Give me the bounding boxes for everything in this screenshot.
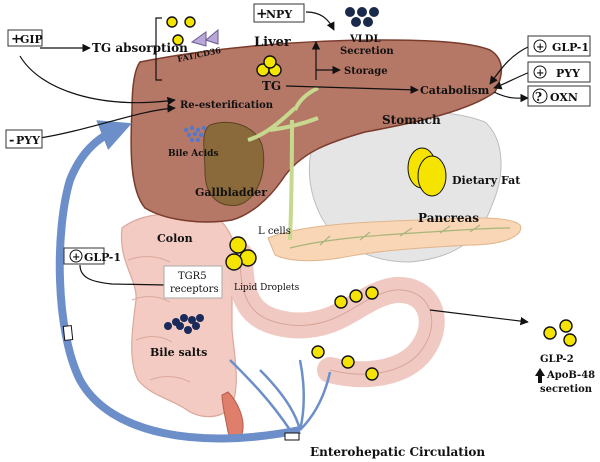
vldl-particles bbox=[345, 7, 379, 27]
secretion-label: secretion bbox=[540, 384, 593, 395]
pancreatic-duct bbox=[289, 224, 511, 249]
tg-absorption-bracket bbox=[155, 17, 162, 81]
glp1-right-label: GLP-1 bbox=[552, 41, 589, 54]
plus-circle-glp1-right bbox=[533, 39, 547, 53]
re-esterification-label: Re-esterification bbox=[180, 100, 274, 111]
arrow-intestine-to-glp2 bbox=[429, 309, 529, 326]
dietary-fat-label: Dietary Fat bbox=[452, 174, 521, 187]
lipid-droplets-label: Lipid Droplets bbox=[234, 283, 300, 293]
glp2-label: GLP-2 bbox=[540, 354, 574, 365]
tgr5-box bbox=[163, 265, 223, 299]
gip-box bbox=[7, 29, 43, 47]
npy-box bbox=[253, 3, 305, 23]
npy-label: NPY bbox=[266, 8, 292, 21]
pancreas bbox=[267, 217, 522, 262]
glp1-left-sign: + bbox=[72, 252, 80, 263]
tgr5-label: TGR5 bbox=[178, 271, 207, 282]
bile-salts-cluster bbox=[164, 314, 204, 334]
circulation-direction-marker bbox=[284, 432, 300, 441]
bile-salts-label: Bile salts bbox=[150, 346, 207, 359]
storage-label: Storage bbox=[344, 66, 388, 77]
arrow-tg-to-catabolism bbox=[285, 85, 419, 94]
oxn-sign: ? bbox=[535, 90, 542, 104]
plus-circle-pyy-right bbox=[533, 65, 547, 79]
colon-label: Colon bbox=[157, 232, 193, 245]
lipid-droplets bbox=[166, 16, 577, 381]
pancreas-label: Pancreas bbox=[418, 211, 479, 225]
l-cells-label: L cells bbox=[258, 226, 291, 237]
bile-duct bbox=[247, 86, 319, 241]
pyy-right-label: PYY bbox=[556, 67, 580, 80]
pyy-left-box bbox=[5, 129, 43, 149]
bile-acids-label: Bile Acids bbox=[168, 149, 219, 159]
gip-label: GIP bbox=[20, 33, 43, 46]
arrow-pyy-to-re-esterification bbox=[39, 104, 176, 139]
stomach-label: Stomach bbox=[382, 113, 441, 127]
glp1-left-label: GLP-1 bbox=[84, 251, 121, 264]
arrow-catabolism-to-oxn bbox=[493, 91, 529, 103]
tgr5-receptors-label: receptors bbox=[170, 284, 219, 295]
arrows bbox=[19, 11, 531, 326]
question-circle-oxn bbox=[532, 88, 548, 104]
vldl-secretion-label: Secretion bbox=[340, 46, 394, 57]
tg-absorption-label: TG absorption bbox=[92, 41, 188, 55]
pyy-right-sign: + bbox=[536, 68, 544, 79]
pyy-left-sign: - bbox=[9, 133, 14, 148]
tg-label: TG bbox=[262, 79, 281, 93]
arrow-npy-to-vldl bbox=[305, 11, 335, 31]
fat-cd36-receptor bbox=[190, 28, 219, 47]
dietary-fat-droplet bbox=[407, 147, 447, 197]
gip-sign: + bbox=[11, 32, 22, 47]
arrow-gip-to-re-esterification bbox=[19, 55, 176, 106]
catabolism-label: Catabolism bbox=[420, 84, 490, 97]
blood-vessels bbox=[229, 359, 332, 431]
npy-sign: + bbox=[256, 6, 268, 22]
oxn-label: OXN bbox=[550, 91, 578, 104]
colon bbox=[120, 213, 238, 418]
bile-acids-dots bbox=[183, 125, 207, 143]
liver-label: Liver bbox=[254, 35, 291, 50]
gallbladder-label: Gallbladder bbox=[195, 186, 267, 199]
arrow-pyy-to-catabolism bbox=[493, 71, 531, 90]
arrow-glp1-to-catabolism bbox=[489, 45, 531, 85]
up-arrow-icon bbox=[535, 368, 545, 383]
gallbladder bbox=[203, 121, 265, 206]
arrow-glp1-to-tgr5 bbox=[79, 264, 166, 286]
plus-circle-glp1-left bbox=[69, 249, 83, 263]
colon-folds bbox=[127, 256, 191, 383]
glp1-right-sign: + bbox=[536, 42, 544, 53]
circulation-direction-marker bbox=[62, 325, 74, 341]
pyy-left-label: PYY bbox=[16, 134, 40, 147]
enterohepatic-circulation-label: Enterohepatic Circulation bbox=[310, 445, 485, 459]
vldl-label: VLDL bbox=[349, 34, 381, 45]
apob48-label: ApoB-48 bbox=[546, 370, 595, 381]
small-intestine bbox=[227, 242, 445, 388]
rectum bbox=[221, 391, 244, 439]
